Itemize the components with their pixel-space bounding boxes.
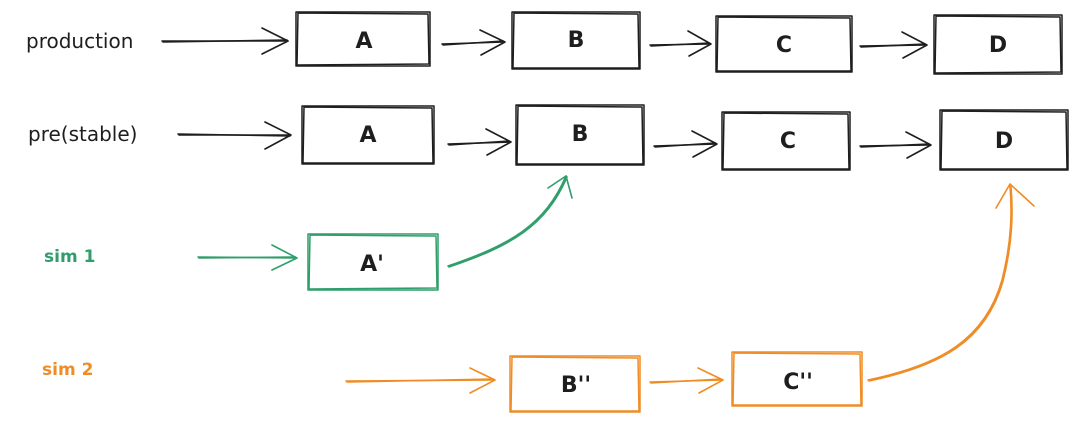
node-pre-d-label: D — [995, 129, 1013, 154]
arrow-sim1-to-a-prime — [197, 244, 298, 271]
arrow-production-b-to-c — [649, 30, 712, 57]
row-label-pre-stable: pre(stable) — [28, 122, 137, 146]
arrow-b-double-prime-to-c-double-prime — [649, 367, 724, 394]
arrow-pre-to-a — [177, 121, 292, 150]
node-sim2-c-double-prime-label: C'' — [783, 370, 813, 395]
row-label-sim-2: sim 2 — [42, 360, 93, 380]
node-pre-d — [939, 109, 1069, 171]
node-production-c-label: C — [776, 33, 792, 58]
arrow-pre-c-to-d — [859, 131, 932, 159]
node-production-d — [933, 14, 1063, 75]
node-pre-c-label: C — [780, 129, 796, 154]
arrow-production-to-a — [161, 27, 289, 55]
node-production-c — [715, 15, 853, 73]
node-production-a-label: A — [355, 29, 372, 54]
node-pre-a — [301, 105, 435, 165]
node-pre-c — [721, 111, 851, 171]
arrow-c-double-prime-to-pre-d — [867, 183, 1035, 382]
arrow-production-a-to-b — [441, 29, 506, 56]
node-sim2-c-double-prime — [731, 351, 863, 407]
arrow-sim2-to-b-double-prime — [345, 367, 496, 394]
node-pre-b-label: B — [572, 122, 589, 147]
arrow-pre-b-to-c — [653, 130, 718, 158]
node-production-a — [295, 11, 431, 67]
node-sim2-b-double-prime — [509, 355, 641, 413]
arrow-production-c-to-d — [859, 31, 928, 59]
node-sim1-a-prime — [307, 233, 439, 291]
node-production-d-label: D — [989, 33, 1007, 58]
node-pre-b — [515, 104, 645, 166]
node-sim1-a-prime-label: A' — [360, 252, 384, 277]
arrow-pre-a-to-b — [447, 128, 512, 156]
arrow-a-prime-to-pre-b — [447, 175, 573, 268]
node-production-b-label: B — [568, 28, 585, 53]
row-label-sim-1: sim 1 — [44, 247, 95, 267]
node-sim2-b-double-prime-label: B'' — [561, 373, 591, 398]
row-label-production: production — [26, 29, 133, 53]
node-production-b — [511, 11, 641, 70]
node-pre-a-label: A — [359, 123, 376, 148]
